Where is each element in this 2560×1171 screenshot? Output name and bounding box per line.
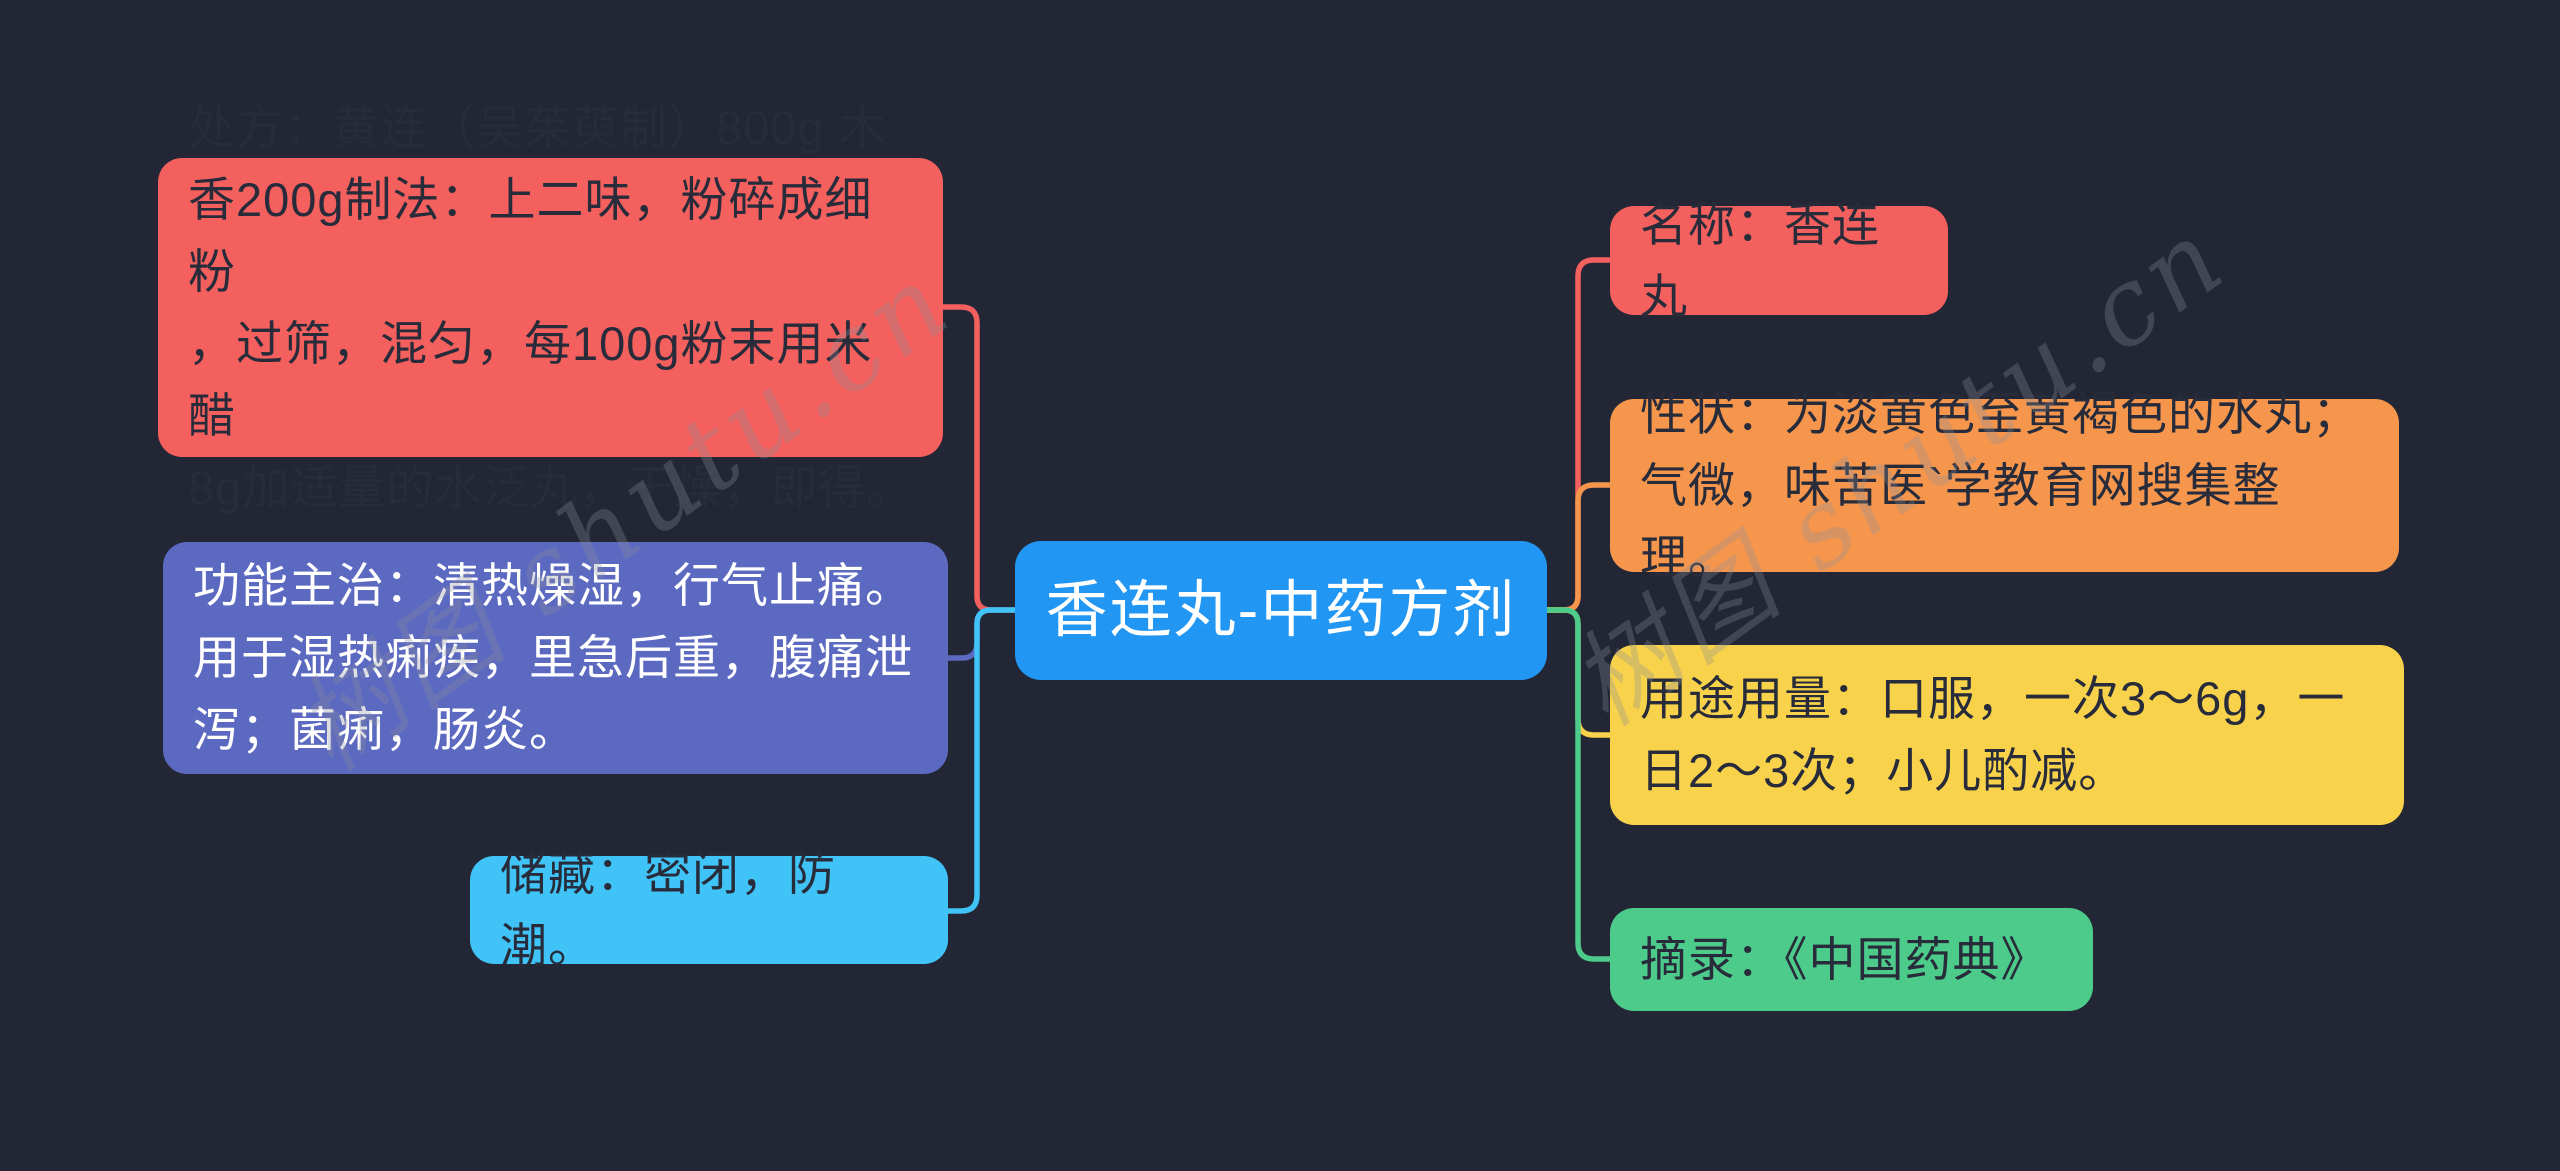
node-functions[interactable]: 功能主治：清热燥湿，行气止痛。 用于湿热痢疾，里急后重，腹痛泄 泻；菌痢，肠炎。	[163, 542, 948, 774]
connector-prescription	[943, 304, 1015, 613]
connector-functions	[948, 607, 1015, 661]
node-prescription[interactable]: 处方：黄连（吴茱萸制）800g 木 香200g制法：上二味，粉碎成细粉 ，过筛，…	[158, 101, 943, 514]
node-root-topic[interactable]: 香连丸-中药方剂	[1015, 541, 1547, 680]
node-dosage[interactable]: 用途用量：口服，一次3～6g，一 日2～3次；小儿酌减。	[1610, 645, 2404, 825]
node-properties[interactable]: 性状：为淡黄色至黄褐色的水丸； 气微，味苦医`学教育网搜集整理。	[1610, 387, 2399, 584]
node-name[interactable]: 名称：香连丸	[1610, 198, 1948, 323]
node-storage[interactable]: 储藏：密闭，防潮。	[470, 847, 948, 972]
connector-storage	[948, 607, 1015, 914]
node-source[interactable]: 摘录：《中国药典》	[1610, 908, 2093, 1011]
connector-source	[1547, 607, 1612, 962]
connector-properties	[1547, 482, 1612, 613]
